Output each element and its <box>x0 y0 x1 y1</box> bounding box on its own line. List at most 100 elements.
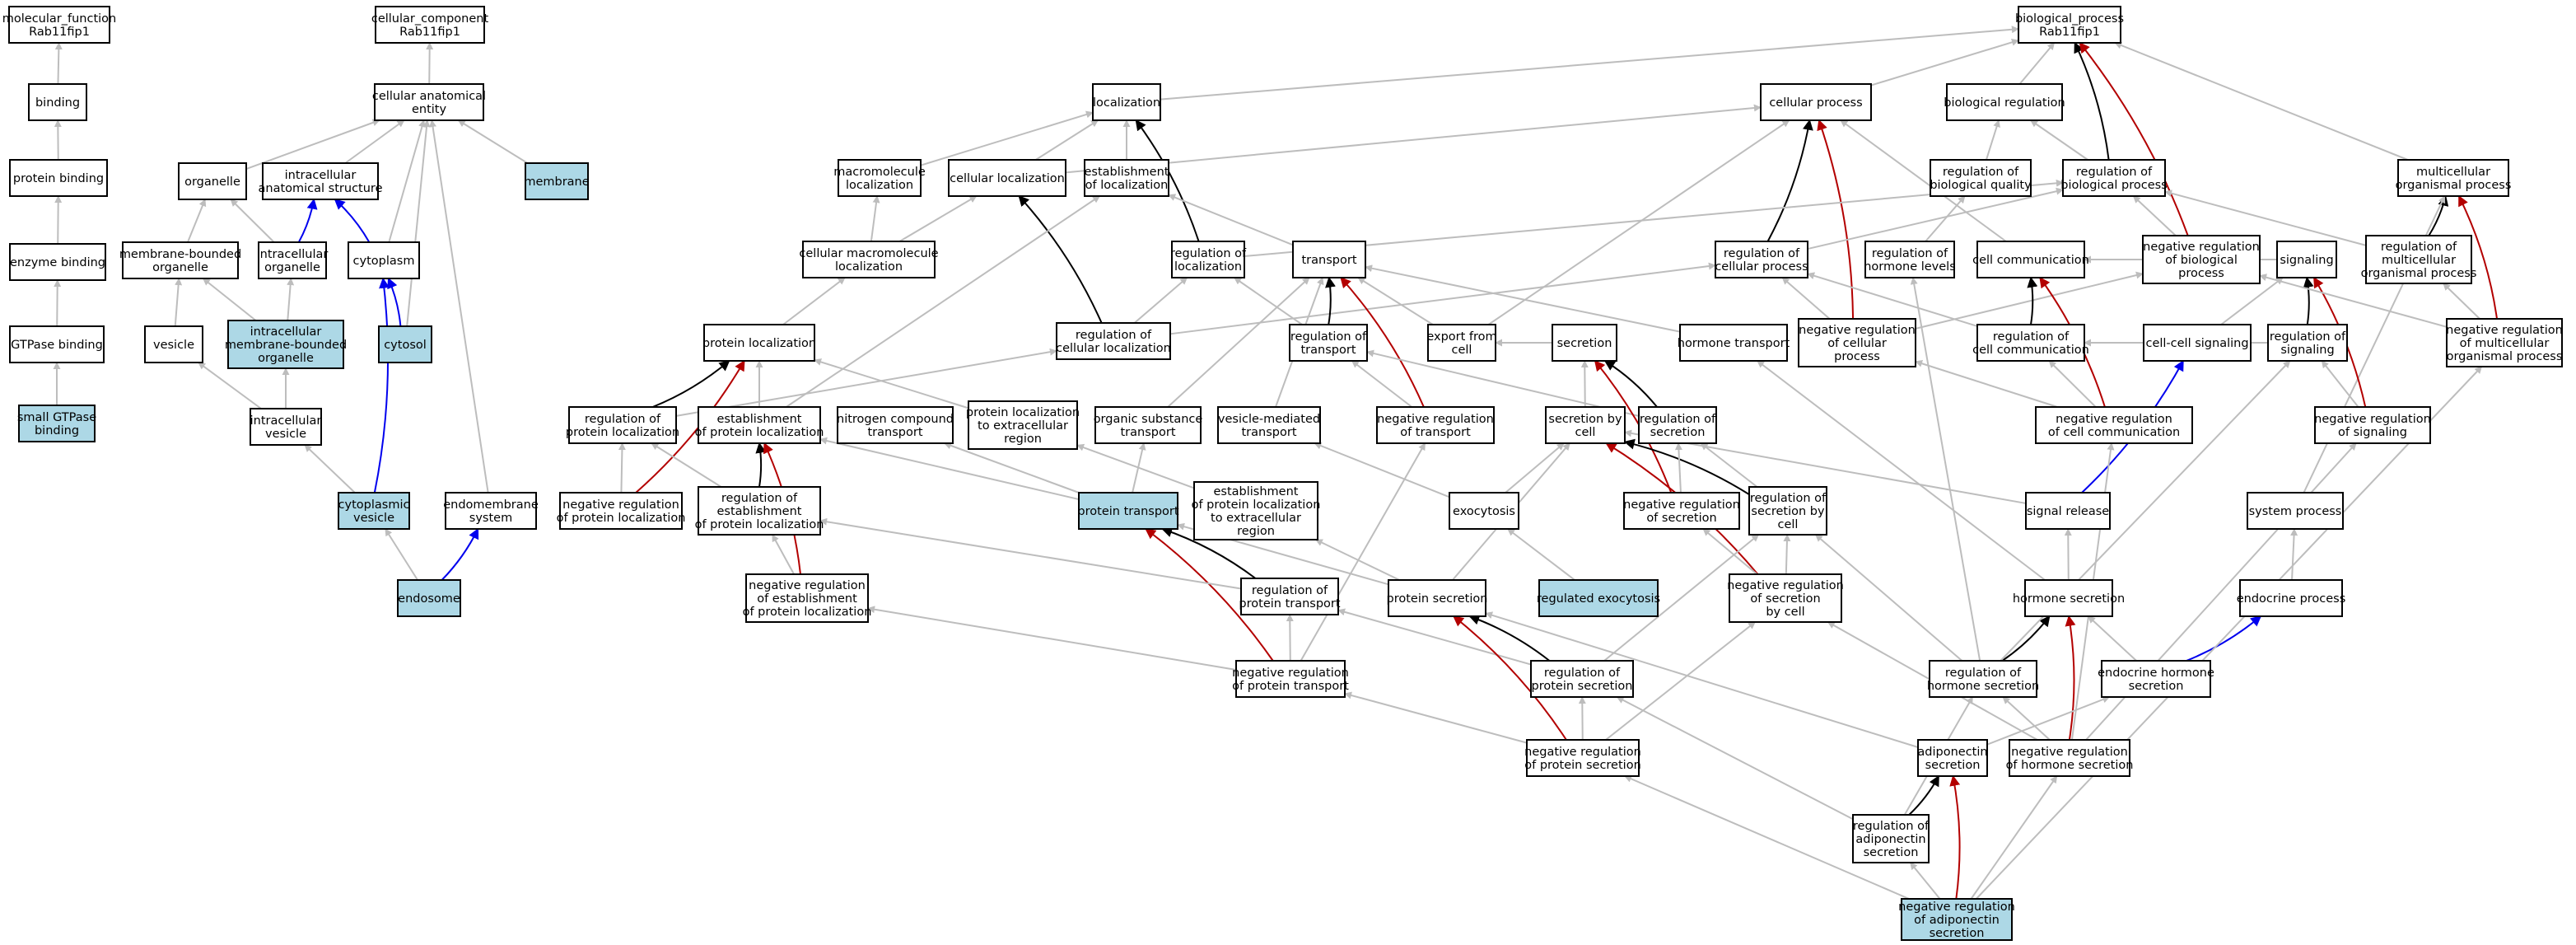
go-term-vesicle[interactable]: vesicle <box>144 325 203 363</box>
go-term-prot-loc[interactable]: protein localization <box>702 324 816 362</box>
node-label-line: small GTPase <box>17 411 96 424</box>
node-label-line: transport <box>1121 426 1176 439</box>
edge-cytoplasm-to-ias <box>334 199 371 243</box>
go-term-bio-reg[interactable]: biological regulation <box>1944 83 2065 121</box>
go-term-signal-release[interactable]: signal release <box>2025 492 2111 530</box>
go-term-cytosol[interactable]: cytosol <box>378 325 432 363</box>
go-term-system-process[interactable]: system process <box>2247 492 2344 530</box>
node-box <box>1388 579 1486 617</box>
node-label-line: intracellular <box>250 325 322 339</box>
node-label-line: cellular macromolecule <box>799 247 938 260</box>
go-term-prot-transport[interactable]: protein transport <box>1077 492 1179 530</box>
node-label-line: of localization <box>1085 179 1169 192</box>
go-term-signaling[interactable]: signaling <box>2276 241 2337 278</box>
go-term-cytoplasm[interactable]: cytoplasm <box>348 241 420 279</box>
go-term-membrane[interactable]: membrane <box>524 162 590 200</box>
edge-reg-bq-to-bio-reg <box>1985 119 2000 161</box>
go-term-enzyme-binding[interactable]: enzyme binding <box>9 243 106 281</box>
node-label-line: biological regulation <box>1944 96 2065 110</box>
go-term-endocrine[interactable]: endocrine process <box>2237 579 2346 617</box>
go-term-exocytosis[interactable]: exocytosis <box>1449 492 1519 530</box>
go-term-endosome[interactable]: endosome <box>397 579 461 617</box>
go-term-reg-exocytosis[interactable]: regulated exocytosis <box>1537 579 1660 617</box>
go-term-cellular-process[interactable]: cellular process <box>1760 83 1872 121</box>
go-term-secretion[interactable]: secretion <box>1552 324 1617 362</box>
go-term-binding[interactable]: binding <box>28 83 87 121</box>
go-term-localization[interactable]: localization <box>1092 83 1161 121</box>
go-term-protein-binding[interactable]: protein binding <box>9 159 108 197</box>
go-term-cell-loc[interactable]: cellular localization <box>948 159 1066 197</box>
go-term-organelle[interactable]: organelle <box>178 162 247 200</box>
go-term-transport[interactable]: transport <box>1292 241 1366 278</box>
go-term-cc-signaling[interactable]: cell-cell signaling <box>2143 324 2252 362</box>
go-term-hormone-transport[interactable]: hormone transport <box>1678 324 1790 362</box>
edge-prot-loc-to-cmm-loc <box>782 277 846 325</box>
go-term-prot-secretion[interactable]: protein secretion <box>1387 579 1488 617</box>
node-box <box>8 6 110 44</box>
go-term-cell-comm[interactable]: cell communication <box>1972 241 2089 278</box>
go-term-hormone-secretion[interactable]: hormone secretion <box>2013 579 2125 617</box>
go-term-gtpase-binding[interactable]: GTPase binding <box>9 325 105 363</box>
node-label-line: cellular process <box>1769 96 1862 110</box>
